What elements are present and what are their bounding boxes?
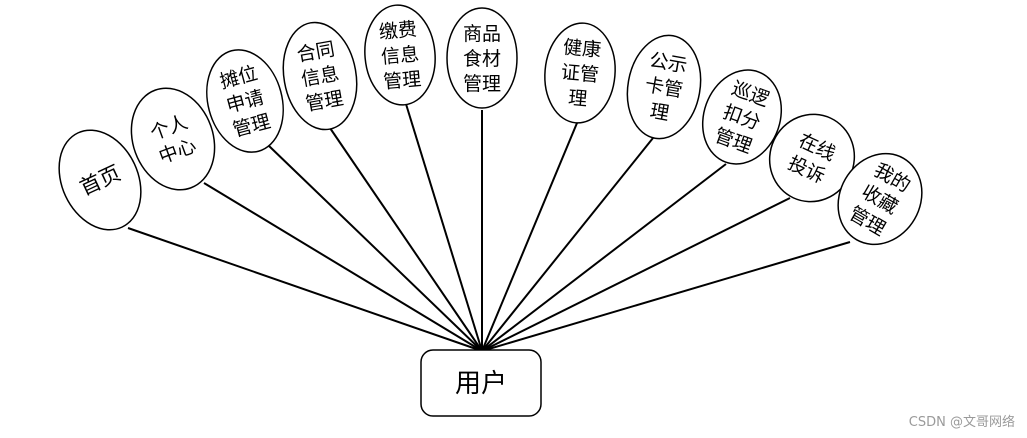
edge-n2 — [203, 182, 483, 352]
node-ellipse — [364, 4, 436, 106]
node-label-line: 管理 — [382, 68, 422, 93]
edge-n3 — [267, 144, 483, 352]
node-label-line: 健康 — [562, 36, 602, 61]
node-ellipse — [58, 129, 142, 231]
node-ellipse — [206, 49, 284, 153]
node-ellipse — [282, 21, 358, 131]
edges — [127, 103, 851, 352]
edge-n10 — [481, 197, 791, 352]
edge-n11 — [481, 241, 851, 352]
edge-n1 — [127, 227, 483, 352]
edge-n9 — [481, 163, 727, 352]
node-label-line: 食材 — [463, 48, 501, 70]
node-n1: 首页 — [58, 129, 142, 231]
node-label-line: 商品 — [463, 23, 501, 45]
node-label-line: 证管 — [560, 61, 600, 86]
node-ellipse — [837, 152, 923, 246]
node-label-line: 理 — [648, 100, 671, 125]
node-label-line: 信息 — [380, 43, 420, 68]
node-ellipse — [544, 22, 616, 124]
node-label-line: 缴费 — [378, 18, 418, 43]
node-label-line: 理 — [567, 87, 588, 111]
node-ellipse — [130, 87, 216, 191]
root-node: 用户 — [420, 349, 542, 417]
root-box — [420, 349, 542, 417]
root-label: 用户 — [455, 369, 507, 399]
node-ellipse — [626, 34, 702, 140]
node-ellipse — [701, 69, 783, 165]
edge-n5 — [405, 103, 483, 352]
watermark: CSDN @文哥网络 — [908, 415, 1015, 430]
edge-n7 — [481, 122, 578, 352]
edge-n4 — [329, 127, 483, 352]
edge-n8 — [481, 137, 654, 352]
node-ellipse — [446, 7, 518, 109]
nodes: 首页个人中心摊位申请管理合同信息管理缴费信息管理商品食材管理健康证管理公示卡管理… — [58, 4, 923, 246]
node-label-line: 管理 — [463, 73, 501, 95]
